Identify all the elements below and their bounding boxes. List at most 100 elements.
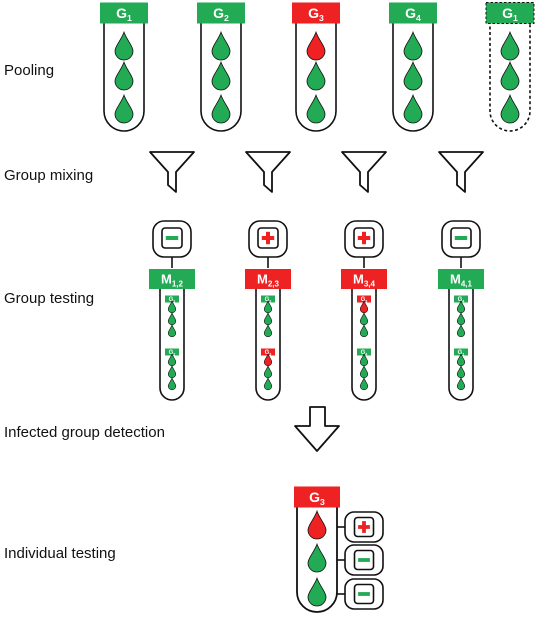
group-label: G1: [100, 2, 148, 24]
drop-icon: [211, 93, 231, 124]
label-background: [438, 269, 484, 289]
mixture-label: M1,2: [149, 269, 195, 289]
negative-result-icon: [353, 583, 375, 605]
individual-test: G3: [294, 486, 384, 613]
drop-icon: [114, 60, 134, 91]
plus-bar: [266, 231, 270, 245]
mixture-label: M3,4: [341, 269, 387, 289]
drop-icon: [167, 377, 177, 391]
minus-bar: [454, 236, 468, 240]
label-background: [454, 348, 468, 356]
label-background: [261, 348, 275, 356]
negative-result-icon: [353, 549, 375, 571]
drop-icon: [500, 60, 520, 91]
drop-icon: [211, 60, 231, 91]
pool-tube: [295, 21, 337, 132]
drop-icon: [456, 365, 466, 379]
drop-icon: [456, 324, 466, 338]
plus-bar: [362, 231, 366, 245]
drop-icon: [500, 93, 520, 124]
drop-icon: [114, 30, 134, 61]
drop-icon: [167, 324, 177, 338]
label-background: [100, 2, 148, 24]
funnel-icon: [245, 151, 291, 193]
label-background: [341, 269, 387, 289]
negative-result-icon: [161, 227, 183, 249]
funnel-icon: [149, 151, 195, 193]
drop-icon: [167, 312, 177, 326]
drop-icon: [263, 312, 273, 326]
mixture-label: M4,1: [438, 269, 484, 289]
negative-result-icon: [450, 227, 472, 249]
inner-group-label: G4: [357, 348, 371, 356]
mixture-tube: [159, 287, 185, 401]
group-label: G1: [485, 2, 535, 24]
pool-group-1: G1: [100, 2, 148, 132]
pool-tube: [200, 21, 242, 132]
drop-icon: [114, 93, 134, 124]
positive-result-icon: [353, 227, 375, 249]
label-background: [454, 295, 468, 303]
label-text: G4: [458, 297, 466, 303]
row-label-pooling: Pooling: [4, 62, 55, 79]
drop-icon: [403, 60, 423, 91]
drop-icon: [263, 377, 273, 391]
drop-icon: [359, 312, 369, 326]
mixture-tube: [255, 287, 281, 401]
drop-icon: [306, 30, 326, 61]
individual-group-label: G3: [294, 486, 340, 508]
group-label: G4: [389, 2, 437, 24]
drop-icon: [359, 324, 369, 338]
mixture-label: M2,3: [245, 269, 291, 289]
pool-tube: [489, 20, 531, 132]
label-background: [389, 2, 437, 24]
funnel-icon: [438, 151, 484, 193]
mixture-tube: [351, 287, 377, 401]
drop-icon: [263, 324, 273, 338]
drop-icon: [359, 377, 369, 391]
label-background: [294, 486, 340, 508]
inner-group-label: G4: [454, 295, 468, 303]
funnel-icon: [341, 151, 387, 193]
drop-icon: [307, 542, 327, 573]
group-label: G2: [197, 2, 245, 24]
label-background: [261, 295, 275, 303]
label-background: [292, 2, 340, 24]
drop-icon: [456, 312, 466, 326]
label-background: [485, 2, 535, 24]
drop-icon: [306, 60, 326, 91]
drop-icon: [456, 377, 466, 391]
label-background: [357, 348, 371, 356]
row-label-detection: Infected group detection: [4, 424, 165, 441]
pool-tube: [103, 21, 145, 132]
label-background: [245, 269, 291, 289]
pool-tube: [392, 21, 434, 132]
minus-bar: [358, 558, 370, 562]
positive-result-icon: [353, 516, 375, 538]
label-background: [357, 295, 371, 303]
mixture-tube: [448, 287, 474, 401]
row-label-individual: Individual testing: [4, 545, 116, 562]
row-label-group-mixing: Group mixing: [4, 167, 94, 184]
drop-icon: [167, 365, 177, 379]
drop-icon: [307, 576, 327, 607]
row-label-group-testing: Group testing: [4, 290, 95, 307]
positive-result-icon: [257, 227, 279, 249]
drop-icon: [359, 365, 369, 379]
individual-tube: [296, 507, 338, 613]
pool-group-4: G4: [389, 2, 437, 132]
label-background: [165, 295, 179, 303]
label-background: [197, 2, 245, 24]
label-background: [165, 348, 179, 356]
group-label: G3: [292, 2, 340, 24]
label-background: [149, 269, 195, 289]
pool-group-5: G1: [485, 2, 535, 132]
drop-icon: [211, 30, 231, 61]
drop-icon: [306, 93, 326, 124]
minus-bar: [165, 236, 179, 240]
